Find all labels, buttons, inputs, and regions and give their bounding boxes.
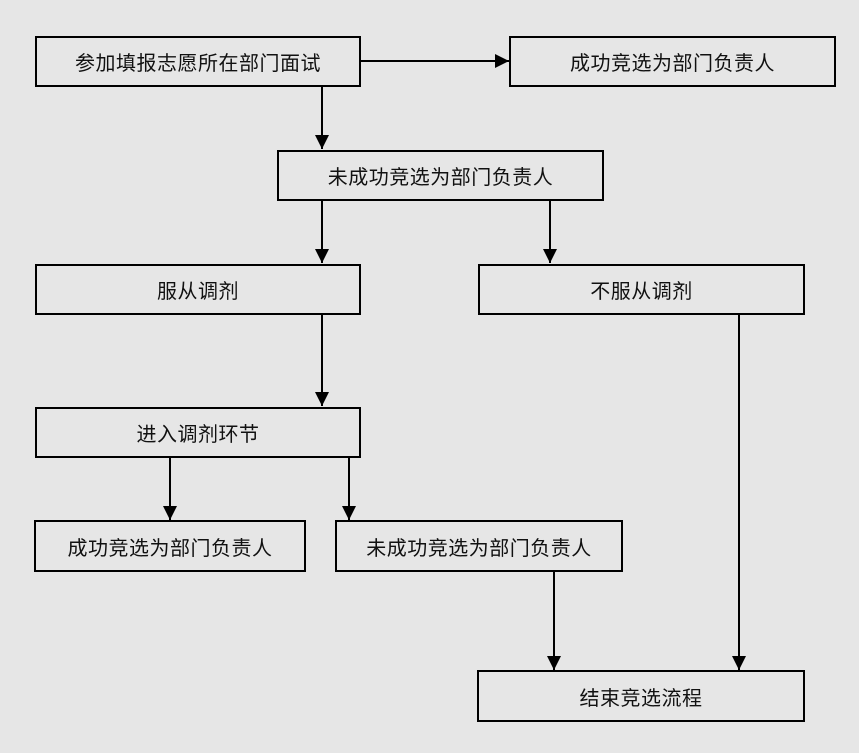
node-label: 进入调剂环节 [136,422,260,446]
node-end: 结束竞选流程 [477,670,805,722]
node-label: 服从调剂 [157,279,239,303]
node-enter-adjust: 进入调剂环节 [35,407,361,458]
node-label: 结束竞选流程 [579,685,703,710]
node-label: 未成功竞选为部门负责人 [327,165,554,189]
node-label: 成功竞选为部门负责人 [67,535,273,560]
node-fail-first: 未成功竞选为部门负责人 [277,150,604,201]
node-label: 成功竞选为部门负责人 [570,51,775,75]
node-label: 不服从调剂 [590,279,693,303]
node-success-top: 成功竞选为部门负责人 [509,36,836,87]
node-reject-adjust: 不服从调剂 [478,264,805,315]
node-apply-interview: 参加填报志愿所在部门面试 [35,36,361,87]
node-label: 参加填报志愿所在部门面试 [75,51,321,75]
node-fail-adjust: 未成功竞选为部门负责人 [335,520,623,572]
node-success-adjust: 成功竞选为部门负责人 [34,520,306,572]
node-label: 未成功竞选为部门负责人 [366,535,592,560]
node-accept-adjust: 服从调剂 [35,264,361,315]
